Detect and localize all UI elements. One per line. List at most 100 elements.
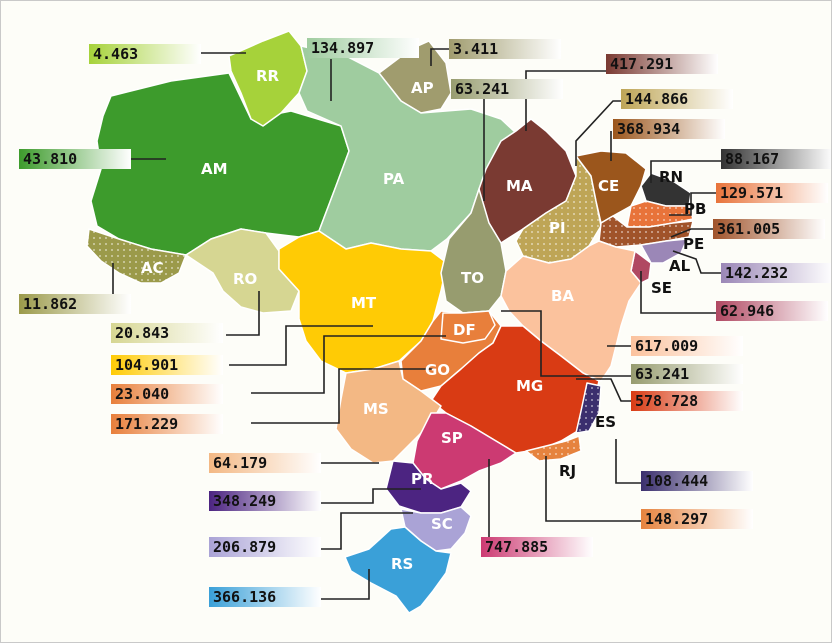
- state-label-mt: MT: [351, 294, 377, 312]
- value-label-df: 23.040: [115, 385, 169, 403]
- value-label-es: 108.444: [645, 472, 708, 490]
- state-ac-pattern: [87, 229, 186, 283]
- value-box-sp: [481, 537, 593, 557]
- leader-sc: [319, 512, 413, 550]
- state-label-sp: SP: [441, 429, 463, 447]
- value-box-pa: [307, 38, 419, 58]
- value-label-am: 43.810: [23, 150, 77, 168]
- value-label-ma: 417.291: [610, 55, 673, 73]
- state-label-pr: PR: [411, 470, 434, 488]
- state-label-rj: RJ: [559, 462, 576, 480]
- state-es-pattern: [576, 383, 601, 433]
- leader-go: [251, 368, 433, 424]
- leader-mg: [576, 378, 631, 402]
- value-box-es: [641, 471, 753, 491]
- state-label-am: AM: [201, 160, 228, 178]
- value-label-rj: 148.297: [645, 510, 708, 528]
- value-box-pe: [713, 219, 825, 239]
- value-label-al: 142.232: [725, 264, 788, 282]
- value-box-se: [716, 301, 828, 321]
- value-box-ma: [606, 54, 718, 74]
- state-label-df: DF: [453, 321, 476, 339]
- value-box-mg: [631, 391, 743, 411]
- state-df: [440, 310, 496, 344]
- value-box-mg-secondary: [631, 364, 743, 384]
- value-box-rj: [641, 509, 753, 529]
- state-label-to: TO: [461, 269, 484, 287]
- state-pb-pattern: [627, 201, 693, 227]
- state-label-pi: PI: [549, 219, 566, 237]
- state-label-ma: MA: [506, 177, 533, 195]
- value-box-to: [451, 79, 563, 99]
- state-label-ro: RO: [233, 270, 257, 288]
- value-label-pb: 129.571: [720, 184, 783, 202]
- value-label-ap: 3.411: [453, 40, 498, 58]
- value-box-ce: [613, 119, 725, 139]
- leader-rj: [545, 456, 641, 522]
- value-label-ac: 11.862: [23, 295, 77, 313]
- leader-se: [640, 271, 716, 314]
- leader-rn: [650, 160, 721, 183]
- value-label-rs: 366.136: [213, 588, 276, 606]
- value-box-ms: [209, 453, 321, 473]
- value-label-rr: 4.463: [93, 45, 138, 63]
- value-box-df: [111, 384, 223, 404]
- value-box-ac: [19, 294, 131, 314]
- value-box-go: [111, 414, 223, 434]
- value-label-pa: 134.897: [311, 39, 374, 57]
- value-label-ms: 64.179: [213, 454, 267, 472]
- value-label-ce: 368.934: [617, 120, 680, 138]
- leader-ro: [226, 291, 260, 336]
- value-box-pi: [621, 89, 733, 109]
- value-box-pr: [209, 491, 321, 511]
- state-rs: [344, 526, 452, 614]
- value-box-al: [721, 263, 831, 283]
- state-rr: [228, 30, 308, 127]
- value-label-rn: 88.167: [725, 150, 779, 168]
- state-label-sc: SC: [431, 515, 453, 533]
- value-box-ro: [111, 323, 223, 343]
- leader-al: [672, 250, 721, 274]
- value-box-ap: [449, 39, 561, 59]
- state-pe-pattern: [599, 216, 693, 247]
- leader-mt: [229, 325, 373, 366]
- state-rj-pattern: [526, 436, 581, 461]
- state-pr: [385, 460, 472, 514]
- state-label-es: ES: [595, 413, 616, 431]
- value-label-sp: 747.885: [485, 538, 548, 556]
- state-label-ac: AC: [141, 259, 164, 277]
- leader-ma: [525, 70, 606, 131]
- value-box-ba: [631, 336, 743, 356]
- state-label-ce: CE: [598, 177, 619, 195]
- value-box-pb: [716, 183, 828, 203]
- state-label-go: GO: [425, 361, 450, 379]
- value-box-rn: [721, 149, 831, 169]
- state-label-al: AL: [669, 257, 691, 275]
- value-box-am: [19, 149, 131, 169]
- value-label-pe: 361.005: [717, 220, 780, 238]
- state-pa: [298, 45, 517, 252]
- state-label-ms: MS: [363, 400, 389, 418]
- value-label-mg-secondary: 63.241: [635, 365, 689, 383]
- value-box-rs: [209, 587, 321, 607]
- state-label-pa: PA: [383, 170, 405, 188]
- state-pi-pattern: [516, 156, 601, 263]
- value-label-sc: 206.879: [213, 538, 276, 556]
- leader-pr: [319, 488, 421, 504]
- value-label-pi: 144.866: [625, 90, 688, 108]
- value-box-sc: [209, 537, 321, 557]
- state-label-rs: RS: [391, 555, 413, 573]
- value-label-go: 171.229: [115, 415, 178, 433]
- value-box-mt: [111, 355, 223, 375]
- value-label-se: 62.946: [720, 302, 774, 320]
- state-label-rn: RN: [659, 168, 683, 186]
- state-label-pb: PB: [684, 200, 706, 218]
- state-label-mg: MG: [516, 377, 543, 395]
- leader-pi: [575, 100, 621, 166]
- state-label-se: SE: [651, 279, 672, 297]
- leader-pe: [670, 228, 713, 238]
- state-label-ap: AP: [411, 79, 434, 97]
- state-label-ba: BA: [551, 287, 574, 305]
- leader-pb: [669, 192, 716, 216]
